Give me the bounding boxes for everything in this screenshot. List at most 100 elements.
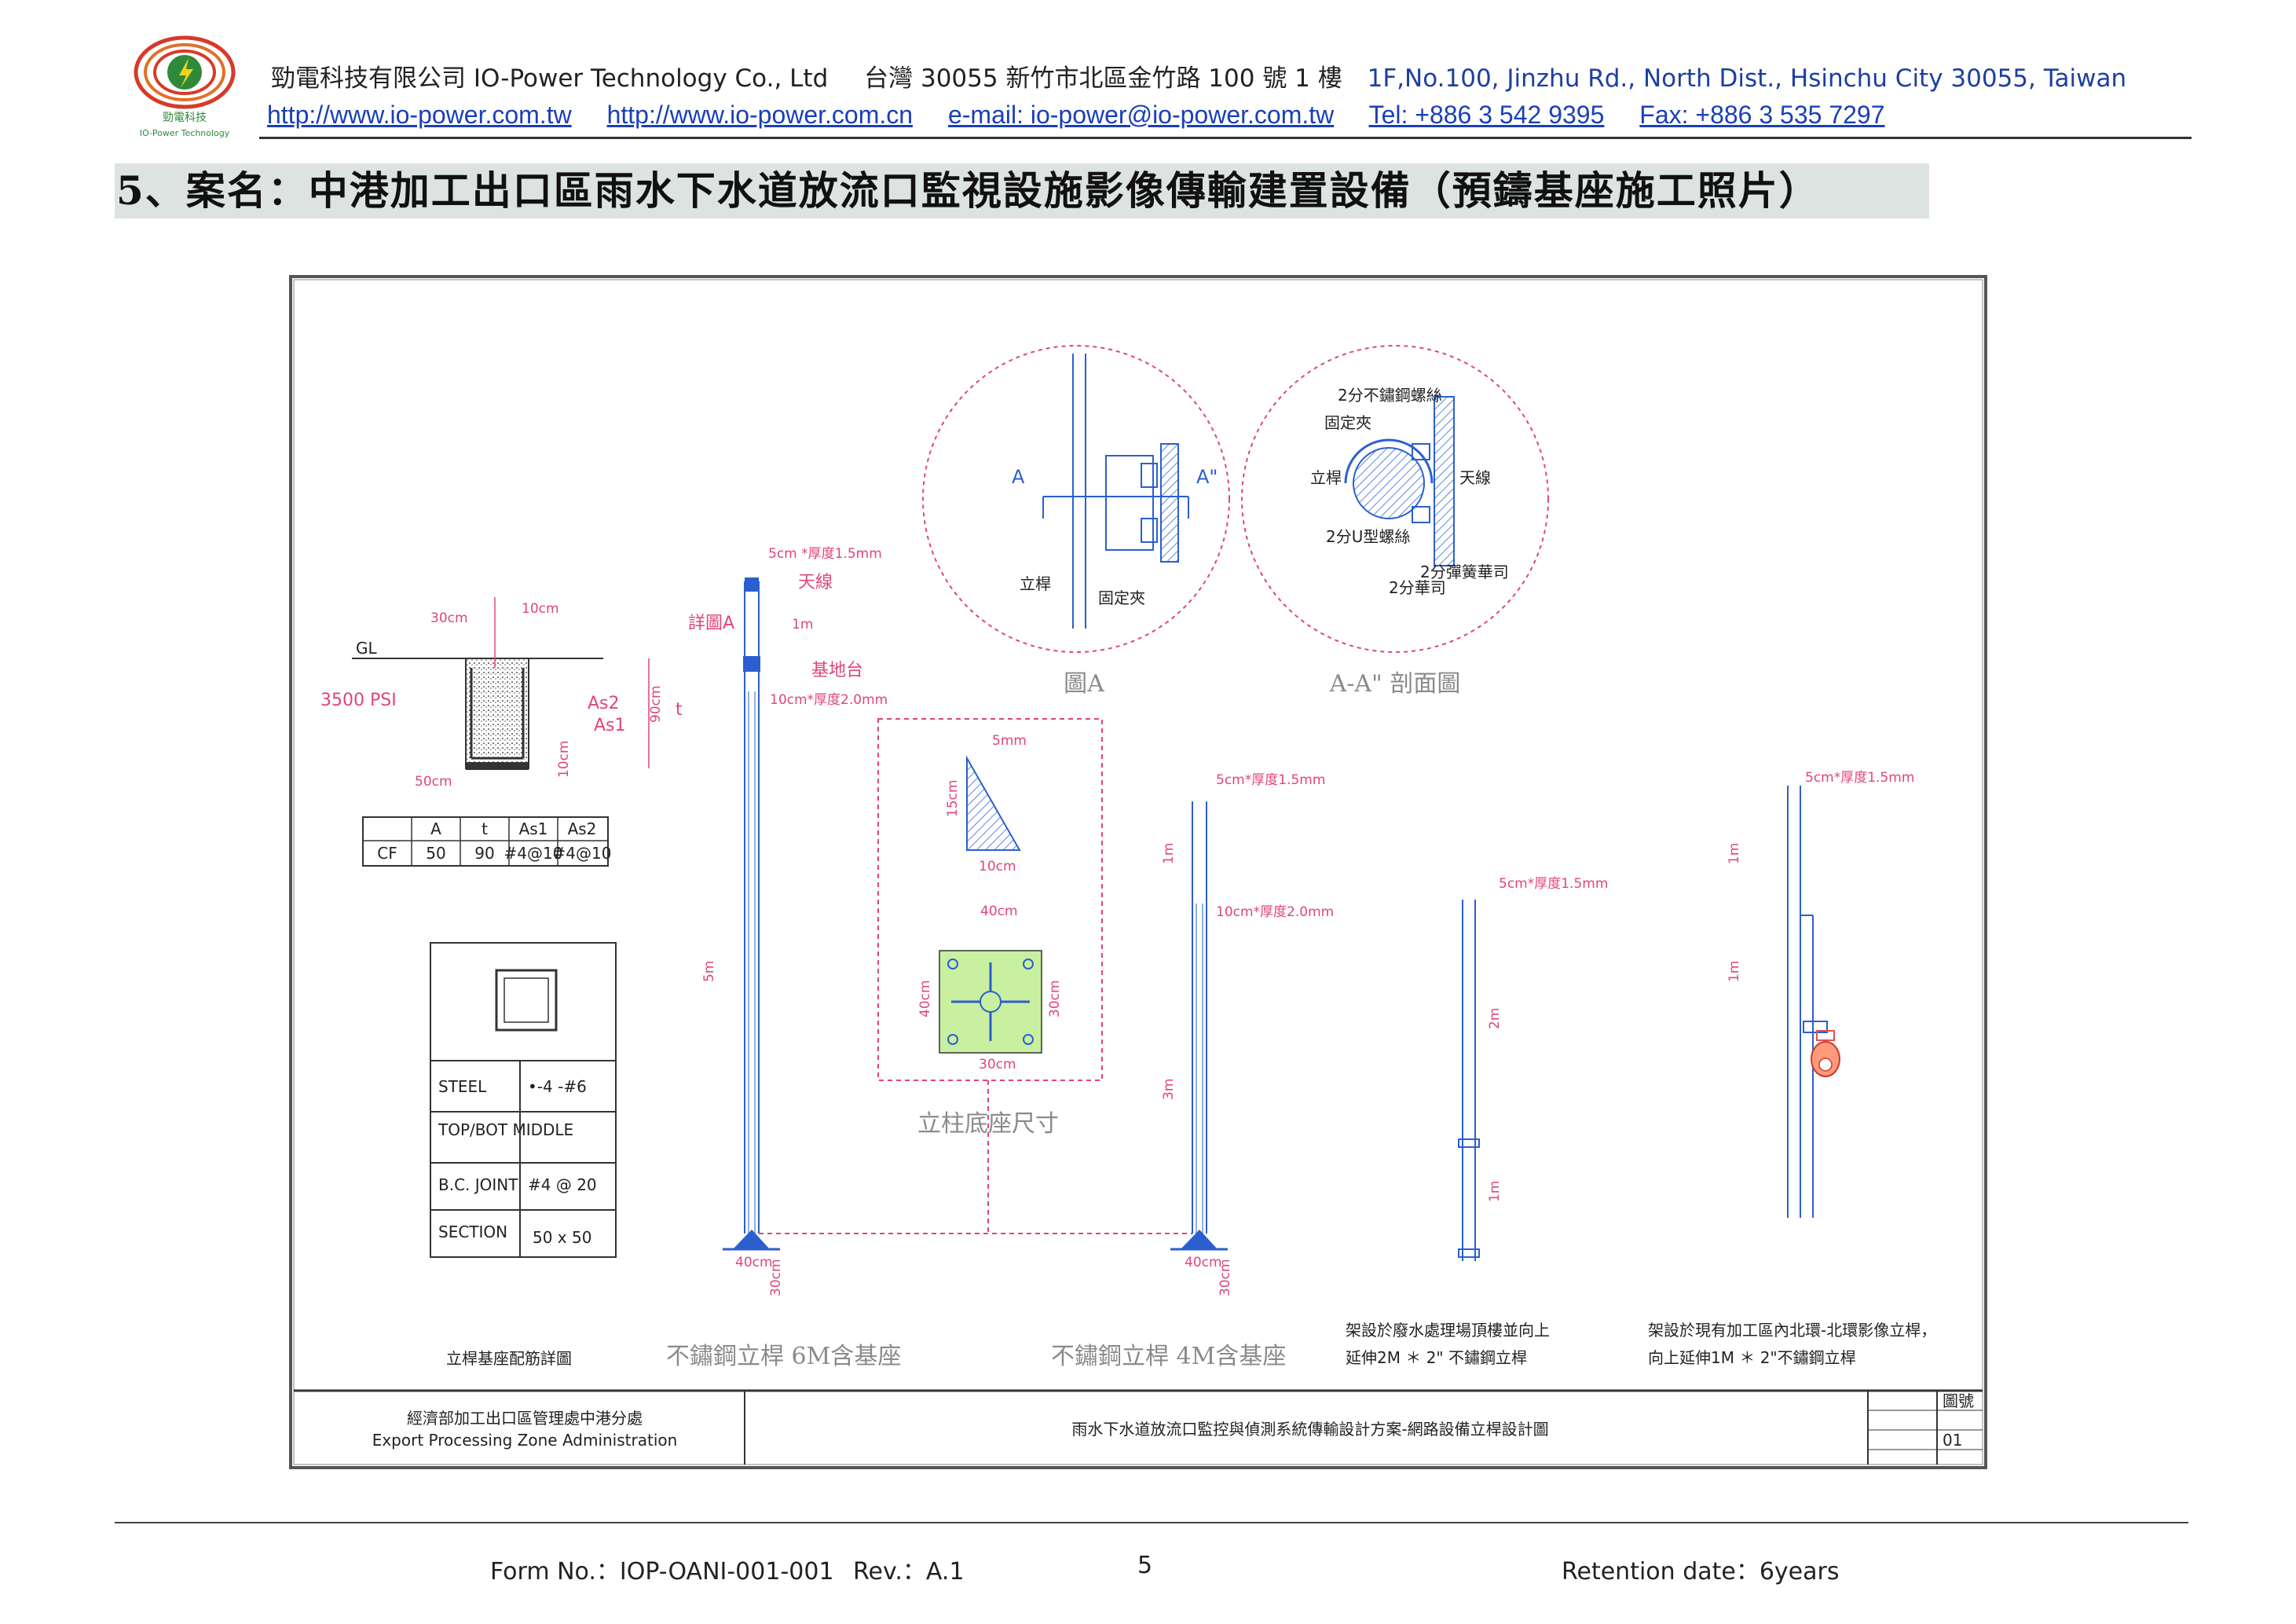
section-ubolt-label: 2分U型螺絲 — [1326, 527, 1410, 546]
drawing-frame — [289, 275, 1987, 1469]
pole6-top-spec: 5cm *厚度1.5mm — [768, 546, 882, 562]
foundation-t-label: t — [676, 700, 683, 720]
title-block: 經濟部加工出口區管理處中港分處 Export Processing Zone A… — [294, 1389, 1983, 1465]
pole-4m: 5cm*厚度1.5mm 10cm*厚度2.0mm 1m 3m 40cm 30cm… — [1051, 772, 1334, 1370]
plate-dim-30-bot: 30cm — [979, 1057, 1016, 1072]
titleblock-title: 雨水下水道放流口監控與偵測系統傳輸設計方案-網路設備立桿設計圖 — [1071, 1420, 1548, 1439]
pole6-antenna-label: 天線 — [798, 573, 833, 592]
pole-6m: 5cm *厚度1.5mm 詳圖A 天線 基地台 10cm*厚度2.0mm 1m … — [666, 546, 901, 1370]
pole6-detail-label: 詳圖A — [688, 614, 734, 633]
pole4-dim-30: 30cm — [1218, 1259, 1233, 1296]
section-table: STEEL •-4 -#6 TOP/BOT MIDDLE B.C. JOINT … — [430, 942, 617, 1258]
pole-wall: 5cm*厚度1.5mm 2m 1m 架設於廢水處理場頂樓並向上 延伸2M ＊ 2… — [1346, 876, 1608, 1367]
rebar-header-t: t — [482, 819, 488, 838]
polecam-dim-1m-b: 1m — [1727, 961, 1742, 982]
pole-camera: 5cm*厚度1.5mm 1m 1m 架設於現有加工區內北環-北環影像立桿， 向上… — [1648, 770, 1936, 1367]
logo-text: 勁電科技 — [163, 112, 207, 124]
foundation-caption: 立桿基座配筋詳圖 — [446, 1349, 572, 1368]
footer-page-number: 5 — [1137, 1552, 1153, 1579]
footer-rev: Rev.：A.1 — [853, 1558, 965, 1586]
detail-a-pole-label: 立桿 — [1020, 574, 1051, 593]
email-link[interactable]: e-mail: io-power@io-power.com.tw — [947, 101, 1335, 129]
section-aa: 2分不鏽鋼螺絲 固定夾 立桿 天線 2分U型螺絲 2分彈簧華司 2分華司 A-A… — [1241, 345, 1549, 698]
foundation-as2-label: As2 — [588, 694, 620, 713]
page-title: 5、案名：中港加工出口區雨水下水道放流口監視設施影像傳輸建置設備（預鑄基座施工照… — [116, 167, 1820, 214]
titleblock-sheet-no: 01 — [1943, 1431, 1962, 1450]
polewall-caption2: 延伸2M ＊ 2" 不鏽鋼立桿 — [1346, 1348, 1527, 1367]
plate-dim-5: 5mm — [992, 733, 1027, 749]
pole4-dim-3m: 3m — [1161, 1079, 1177, 1100]
rebar-header-a: A — [430, 819, 441, 838]
polecam-caption1: 架設於現有加工區內北環-北環影像立桿， — [1648, 1321, 1936, 1340]
section-aa-caption: A-A" 剖面圖 — [1329, 670, 1461, 698]
header-divider — [259, 137, 2192, 139]
pole6-base-label: 基地台 — [811, 661, 863, 680]
pole6-dim-40: 40cm — [735, 1255, 773, 1270]
plate-dim-15: 15cm — [945, 779, 961, 817]
rebar-cell-t: 90 — [474, 844, 494, 863]
foundation-detail: 30cm 10cm GL 3500 PSI As2 As1 90cm t 50c… — [320, 597, 683, 1368]
logo-subtext: IO-Power Technology — [140, 128, 230, 138]
polewall-dim-1m: 1m — [1487, 1181, 1503, 1202]
titleblock-org-cn: 經濟部加工出口區管理處中港分處 — [407, 1409, 643, 1428]
company-name: 勁電科技有限公司 IO-Power Technology Co., Ltd — [271, 64, 829, 93]
tel-text: Tel: +886 3 542 9395 — [1368, 101, 1605, 129]
detail-a-clamp-label: 固定夾 — [1098, 588, 1145, 607]
polecam-caption2: 向上延伸1M ＊ 2"不鏽鋼立桿 — [1648, 1348, 1856, 1367]
detail-a-label-a: A — [1012, 466, 1025, 488]
rebar-header-as2: As2 — [568, 819, 597, 838]
polewall-dim-2m: 2m — [1487, 1008, 1503, 1029]
polecam-top-spec: 5cm*厚度1.5mm — [1805, 770, 1914, 786]
footer-divider — [115, 1522, 2188, 1523]
detail-a: A A" 立桿 固定夾 圖A — [922, 345, 1230, 698]
pole4-dim-1m: 1m — [1161, 843, 1177, 864]
detail-a-caption: 圖A — [1064, 670, 1104, 698]
company-logo: 勁電科技 IO-Power Technology — [134, 35, 236, 138]
plate-dim-10: 10cm — [979, 859, 1016, 874]
pole6-mid-spec: 10cm*厚度2.0mm — [770, 692, 888, 708]
company-info-line: 勁電科技有限公司 IO-Power Technology Co., Ltd 台灣… — [271, 58, 2126, 93]
titleblock-org-en: Export Processing Zone Administration — [372, 1431, 678, 1450]
fax-text: Fax: +886 3 535 7297 — [1639, 101, 1885, 129]
section-row-bc-value: #4 @ 20 — [528, 1175, 597, 1194]
section-row-topbot: TOP/BOT MIDDLE — [438, 1120, 573, 1139]
foundation-psi-label: 3500 PSI — [320, 691, 397, 710]
pole6-dim-5m: 5m — [701, 961, 717, 982]
plate-dim-40-top: 40cm — [980, 904, 1018, 919]
detail-a-label-a2: A" — [1196, 466, 1218, 488]
polewall-top-spec: 5cm*厚度1.5mm — [1499, 876, 1608, 892]
rebar-cell-a: 50 — [426, 844, 445, 863]
section-antenna-label: 天線 — [1459, 468, 1491, 487]
section-row-bc: B.C. JOINT — [438, 1175, 518, 1194]
section-clamp-label: 固定夾 — [1324, 413, 1371, 432]
footer-form-no: Form No.：IOP-OANI-001-001 — [490, 1558, 834, 1586]
foundation-as1-label: As1 — [594, 716, 626, 735]
plate-dim-40-side: 40cm — [917, 980, 933, 1017]
rebar-cell-cf: CF — [377, 844, 397, 863]
section-row-section-value: 50 x 50 — [533, 1228, 591, 1247]
polecam-dim-1m-a: 1m — [1727, 843, 1742, 864]
foundation-dim-10: 10cm — [556, 740, 572, 778]
rebar-table: A t As1 As2 CF 50 90 #4@10 #4@10 — [362, 816, 611, 867]
pole4-dim-40: 40cm — [1185, 1255, 1222, 1270]
section-row-section: SECTION — [438, 1223, 507, 1241]
footer-retention: Retention date：6years — [1562, 1558, 1840, 1586]
pole6-caption: 不鏽鋼立桿 6M含基座 — [666, 1343, 901, 1370]
website-cn-link[interactable]: http://www.io-power.com.cn — [606, 101, 914, 129]
rebar-header-as1: As1 — [519, 819, 548, 838]
foundation-gl-label: GL — [356, 639, 377, 658]
base-plate-detail: 5mm 15cm 10cm 40cm 40cm 30cm 30cm 立柱底座尺寸 — [877, 718, 1103, 1138]
polewall-caption1: 架設於廢水處理場頂樓並向上 — [1346, 1321, 1550, 1340]
address-cn: 台灣 30055 新竹市北區金竹路 100 號 1 樓 — [864, 64, 1342, 93]
website-tw-link[interactable]: http://www.io-power.com.tw — [267, 101, 572, 129]
pole6-dim-1m: 1m — [792, 617, 813, 632]
foundation-dim-90: 90cm — [648, 685, 664, 723]
section-nut2-label: 2分華司 — [1389, 578, 1446, 597]
section-wire-label: 2分不鏽鋼螺絲 — [1338, 386, 1442, 405]
section-nut1-label: 2分彈簧華司 — [1420, 563, 1509, 581]
pole4-caption: 不鏽鋼立桿 4M含基座 — [1051, 1343, 1286, 1370]
pole4-top-spec: 5cm*厚度1.5mm — [1216, 772, 1325, 788]
plate-dim-30-side: 30cm — [1047, 980, 1063, 1017]
foundation-dim-50: 50cm — [415, 774, 452, 790]
pole6-dim-30: 30cm — [768, 1259, 784, 1296]
